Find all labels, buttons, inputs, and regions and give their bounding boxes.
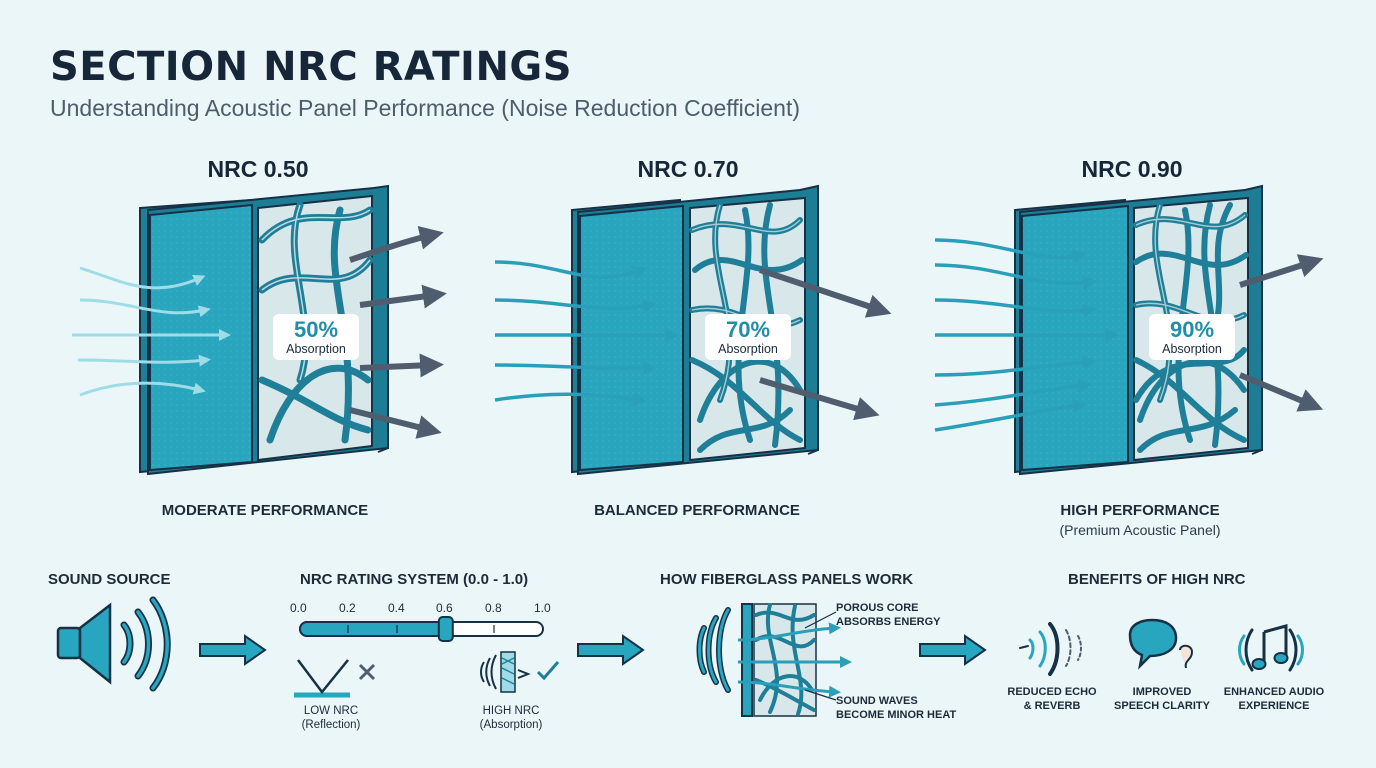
how-it-works-heading: HOW FIBERGLASS PANELS WORK [660, 571, 914, 588]
scale-tick: 0.0 [290, 601, 307, 615]
absorption-percent: 70% [725, 317, 771, 342]
panel-2-graphic [494, 184, 892, 476]
panel-1-nrc-label: NRC 0.50 [207, 156, 309, 182]
panel-3-absorption-badge: 90% Absorption [1149, 314, 1235, 360]
benefit-echo-caption: REDUCED ECHO & REVERB [1000, 685, 1104, 713]
benefit-line: IMPROVED [1132, 686, 1192, 698]
absorption-label: Absorption [718, 342, 778, 356]
high-nrc-caption: HIGH NRC (Absorption) [456, 704, 566, 732]
scale-tick: 0.4 [388, 601, 405, 615]
absorption-label: Absorption [286, 342, 346, 356]
benefit-line: SPEECH CLARITY [1114, 700, 1210, 712]
panel-1-absorption-badge: 50% Absorption [273, 314, 359, 360]
benefit-line: ENHANCED AUDIO [1223, 686, 1325, 698]
low-nrc-caption: LOW NRC (Reflection) [276, 704, 386, 732]
flow-arrow-icon [919, 634, 987, 666]
benefit-line: & REVERB [1023, 700, 1081, 712]
panel-2-absorption-badge: 70% Absorption [705, 314, 791, 360]
sound-source-heading: SOUND SOURCE [48, 571, 171, 588]
panel-3-note: (Premium Acoustic Panel) [1059, 522, 1221, 538]
callout-line: BECOME MINOR HEAT [836, 709, 957, 721]
sound-waves-icon [120, 596, 171, 692]
low-nrc-sub: (Reflection) [301, 719, 361, 731]
benefit-line: REDUCED ECHO [1007, 686, 1097, 698]
benefits-heading: BENEFITS OF HIGH NRC [1068, 571, 1246, 588]
panel-1-performance: MODERATE PERFORMANCE [161, 502, 369, 519]
panel-2-nrc-label: NRC 0.70 [637, 156, 739, 182]
callout-line: ABSORBS ENERGY [836, 616, 941, 628]
nrc-scale-slider[interactable] [299, 616, 544, 642]
panel-2-performance: BALANCED PERFORMANCE [594, 502, 800, 519]
callout-line: SOUND WAVES [836, 695, 918, 707]
fiberglass-cross-section-icon [696, 603, 852, 717]
flow-arrow-icon [199, 634, 267, 666]
slider-knob[interactable] [437, 616, 454, 642]
panel-3-nrc-label: NRC 0.90 [1081, 156, 1183, 182]
heat-callout: SOUND WAVES BECOME MINOR HEAT [836, 694, 976, 722]
page-title: SECTION NRC RATINGS [50, 44, 573, 90]
panel-3-graphic [934, 184, 1324, 476]
scale-tick: 0.8 [485, 601, 502, 615]
absorption-percent: 50% [293, 317, 339, 342]
benefit-speech-caption: IMPROVED SPEECH CLARITY [1110, 685, 1214, 713]
scale-tick: 0.2 [339, 601, 356, 615]
speaker-icon [56, 602, 112, 685]
callout-line: POROUS CORE [836, 602, 919, 614]
scale-tick: 0.6 [436, 601, 453, 615]
rating-system-heading: NRC RATING SYSTEM (0.0 - 1.0) [300, 571, 529, 588]
panel-3-performance: HIGH PERFORMANCE [1060, 502, 1220, 519]
absorption-percent: 90% [1169, 317, 1215, 342]
high-nrc-sub: (Absorption) [479, 719, 543, 731]
music-note-icon [1238, 624, 1304, 672]
absorption-label: Absorption [1162, 342, 1222, 356]
absorption-icon [480, 651, 560, 693]
page-subtitle: Understanding Acoustic Panel Performance… [50, 95, 801, 121]
high-nrc-label: HIGH NRC [482, 705, 540, 717]
low-nrc-label: LOW NRC [303, 705, 359, 717]
scale-tick: 1.0 [534, 601, 551, 615]
flow-arrow-icon [577, 634, 645, 666]
panel-1-graphic [72, 184, 447, 476]
benefit-line: EXPERIENCE [1238, 700, 1310, 712]
benefit-audio-caption: ENHANCED AUDIO EXPERIENCE [1216, 685, 1332, 713]
speech-bubble-icon [1128, 618, 1194, 670]
reflection-icon [294, 659, 376, 698]
echo-waves-icon [1019, 622, 1082, 676]
porous-core-callout: POROUS CORE ABSORBS ENERGY [836, 601, 956, 629]
